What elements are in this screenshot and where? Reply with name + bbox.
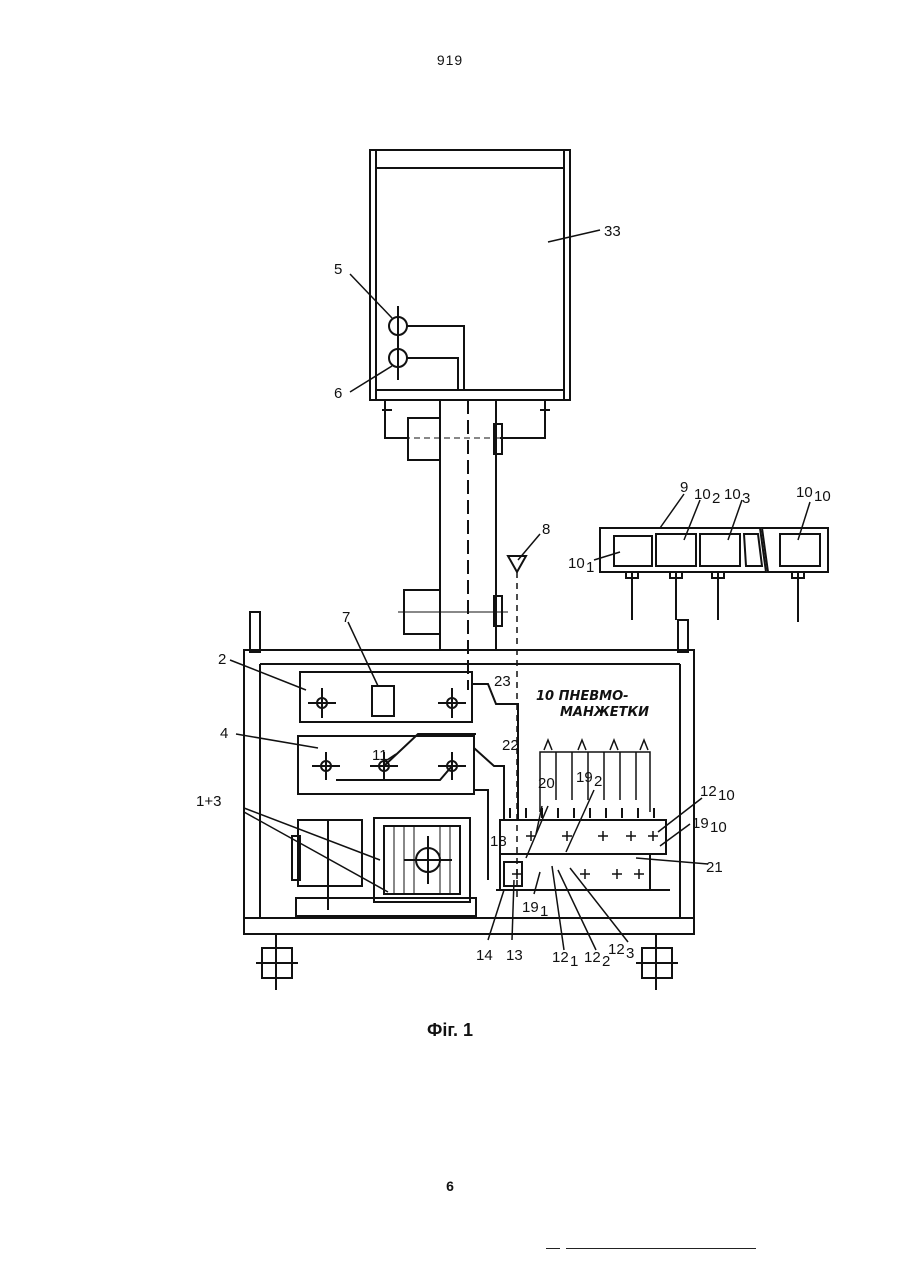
note-cuffs-line2: МАНЖЕТКИ <box>560 705 649 720</box>
label-10-2-sub: 2 <box>712 490 720 507</box>
label-10-1-sub: 1 <box>586 559 594 576</box>
label-12-10-sub: 10 <box>718 787 735 804</box>
label-1plus3: 1+3 <box>196 793 221 810</box>
upper-tank <box>370 150 570 400</box>
label-14: 14 <box>476 947 493 964</box>
leader-lines <box>230 230 810 950</box>
tank-bracket <box>382 400 550 460</box>
label-7: 7 <box>342 609 350 626</box>
label-12-2: 12 <box>584 949 601 966</box>
note-cuffs-line1: 10 ПНЕВМО- <box>536 689 629 704</box>
footer-rule-short <box>546 1248 560 1249</box>
label-19-1-sub: 1 <box>540 903 548 920</box>
label-19-10-sub: 10 <box>710 819 727 836</box>
page-number-bottom: 6 <box>0 1178 900 1194</box>
label-12-10: 12 <box>700 783 717 800</box>
footer-rule <box>566 1248 756 1249</box>
figure-caption: Фіг. 1 <box>0 1020 900 1041</box>
label-18: 18 <box>490 833 507 850</box>
label-2: 2 <box>218 651 226 668</box>
label-4: 4 <box>220 725 228 742</box>
label-10-2: 10 <box>694 486 711 503</box>
label-12-3: 12 <box>608 941 625 958</box>
label-10-10: 10 <box>796 484 813 501</box>
label-23: 23 <box>494 673 511 690</box>
label-10-3: 10 <box>724 486 741 503</box>
column <box>398 400 508 690</box>
label-11: 11 <box>372 747 388 764</box>
label-21: 21 <box>706 859 723 876</box>
label-19-1: 19 <box>522 899 539 916</box>
motor-assembly <box>292 818 476 916</box>
label-10-10-sub: 10 <box>814 488 831 505</box>
label-19-2-sub: 2 <box>594 773 602 790</box>
label-12-3-sub: 3 <box>626 945 634 962</box>
block-2 <box>300 672 518 820</box>
label-5: 5 <box>334 261 342 278</box>
label-10-1: 10 <box>568 555 585 572</box>
label-22: 22 <box>502 737 519 754</box>
label-12-1: 12 <box>552 949 569 966</box>
label-19-2: 19 <box>576 769 593 786</box>
cuff-panel <box>600 528 828 622</box>
label-12-1-sub: 1 <box>570 953 578 970</box>
label-10-3-sub: 3 <box>742 490 750 507</box>
label-19-10: 19 <box>692 815 709 832</box>
label-6: 6 <box>334 385 342 402</box>
label-13: 13 <box>506 947 523 964</box>
label-8: 8 <box>542 521 550 538</box>
label-9: 9 <box>680 479 688 496</box>
label-33: 33 <box>604 223 621 240</box>
label-20: 20 <box>538 775 555 792</box>
